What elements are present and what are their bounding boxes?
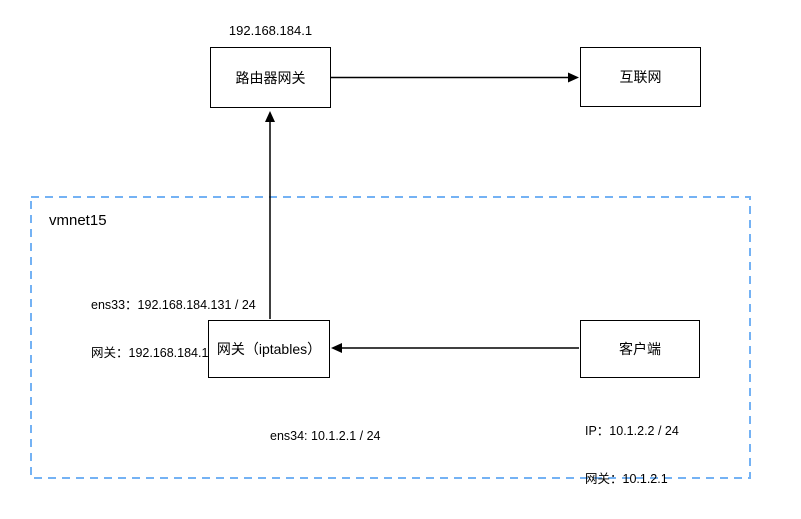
gateway-wan-annotation-line2: 网关：192.168.184.1 bbox=[91, 346, 209, 360]
arrowhead-gateway-to-router bbox=[265, 111, 275, 122]
client-ip-annotation: IP：10.1.2.2 / 24 网关：10.1.2.1 bbox=[585, 391, 679, 519]
router-gateway-label: 路由器网关 bbox=[235, 69, 306, 86]
arrowhead-router-to-internet bbox=[568, 72, 579, 83]
gateway-wan-annotation-line1: ens33：192.168.184.131 / 24 bbox=[91, 298, 256, 312]
gateway-wan-annotation: ens33：192.168.184.131 / 24 网关：192.168.18… bbox=[91, 265, 256, 393]
client-node: 客户端 bbox=[580, 320, 700, 378]
client-label: 客户端 bbox=[619, 341, 661, 357]
router-wan-ip-label: 192.168.184.1 bbox=[228, 23, 313, 38]
internet-label: 互联网 bbox=[619, 69, 662, 85]
client-ip-annotation-line1: IP：10.1.2.2 / 24 bbox=[585, 424, 679, 438]
client-ip-annotation-line2: 网关：10.1.2.1 bbox=[585, 472, 668, 486]
gateway-lan-annotation-line1: ens34: 10.1.2.1 / 24 bbox=[270, 429, 381, 443]
gateway-iptables-node: 网关（iptables） bbox=[208, 320, 330, 378]
vmnet15-zone-border bbox=[30, 196, 751, 479]
gateway-lan-annotation: ens34: 10.1.2.1 / 24 bbox=[270, 396, 381, 476]
gateway-iptables-label: 网关（iptables） bbox=[216, 341, 322, 357]
router-gateway-node: 路由器网关 bbox=[210, 47, 331, 108]
vmnet15-zone-label: vmnet15 bbox=[49, 212, 107, 229]
internet-node: 互联网 bbox=[580, 47, 701, 107]
arrowhead-client-to-gateway bbox=[331, 343, 342, 353]
